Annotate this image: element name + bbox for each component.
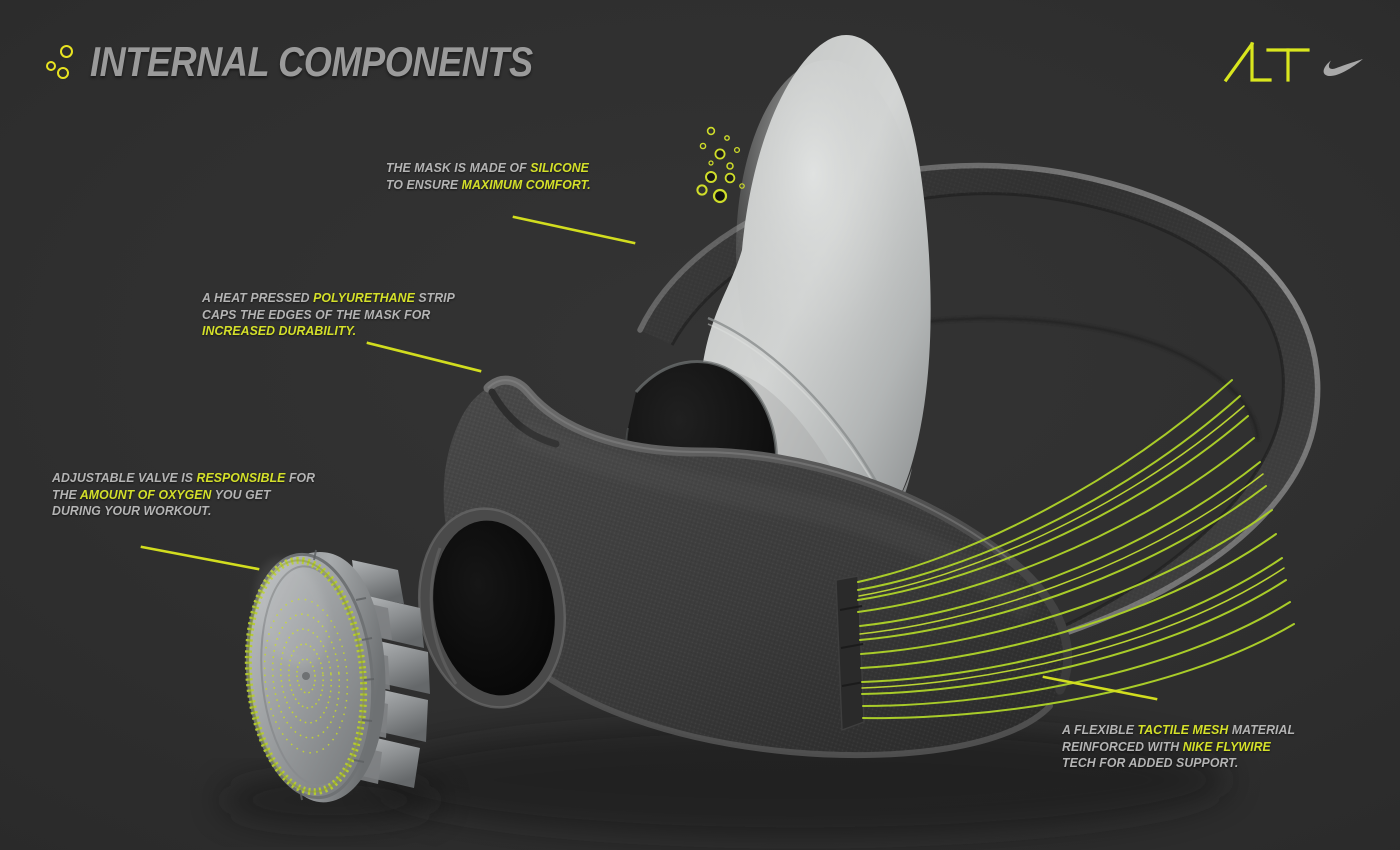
- annotation-text: DURING YOUR WORKOUT.: [52, 503, 212, 518]
- mesh-mask-body: [417, 375, 1073, 759]
- annotation-highlight: MAXIMUM COMFORT.: [461, 176, 591, 192]
- alt-logo: [1223, 41, 1310, 83]
- annotation-highlight: POLYURETHANE: [313, 290, 415, 305]
- nike-swoosh-icon: [1323, 59, 1363, 76]
- annotation-line: TECH FOR ADDED SUPPORT.: [1062, 755, 1295, 772]
- brand-logo-block: [1222, 38, 1364, 84]
- annotation-line: A FLEXIBLE TACTILE MESH MATERIAL: [1062, 722, 1295, 739]
- annotation-highlight: NIKE FLYWIRE: [1182, 738, 1271, 754]
- annotation-line: A HEAT PRESSED POLYURETHANE STRIP: [202, 290, 455, 307]
- flywire-assembly: [835, 379, 1295, 731]
- annotation-text: THE: [52, 486, 80, 502]
- annotation-text: TO ENSURE: [386, 176, 462, 192]
- annotation-line: REINFORCED WITH NIKE FLYWIRE: [1062, 739, 1295, 756]
- annotation-highlight: RESPONSIBLE: [196, 470, 286, 485]
- annotation-line: DURING YOUR WORKOUT.: [52, 503, 315, 520]
- product-shadow: [370, 722, 1230, 838]
- annotation-text: A FLEXIBLE: [1062, 722, 1138, 737]
- annotation-highlight: INCREASED DURABILITY.: [202, 323, 357, 338]
- leader-line-valve: [140, 545, 260, 571]
- leader-line-silicone: [512, 215, 636, 245]
- annotation-line: INCREASED DURABILITY.: [202, 323, 455, 340]
- adjustable-valve: [244, 549, 430, 803]
- annotation-line: TO ENSURE MAXIMUM COMFORT.: [386, 177, 591, 194]
- annotation-text: FOR: [285, 470, 316, 485]
- annotation-highlight: AMOUNT OF OXYGEN: [79, 486, 212, 502]
- annotation-text: YOU GET: [211, 486, 271, 502]
- annotation-text: ADJUSTABLE VALVE IS: [52, 470, 197, 485]
- annotation-text: A HEAT PRESSED: [202, 290, 314, 305]
- annotation-text: THE MASK IS MADE OF: [386, 160, 531, 175]
- annotation-text: STRIP: [414, 290, 455, 305]
- valve-knurled-rim: [244, 556, 368, 796]
- annotation-highlight: SILICONE: [530, 160, 589, 175]
- annotation-line: ADJUSTABLE VALVE IS RESPONSIBLE FOR: [52, 470, 315, 487]
- page-title: INTERNAL COMPONENTS: [90, 38, 533, 85]
- annotation-line: CAPS THE EDGES OF THE MASK FOR: [202, 307, 455, 324]
- leader-line-polyurethane: [366, 341, 482, 373]
- leader-line-mesh: [1042, 675, 1158, 701]
- annotation-text: REINFORCED WITH: [1062, 738, 1183, 754]
- vent-holes: [696, 126, 745, 204]
- dot-cluster-icon: [46, 41, 80, 83]
- annotation-text: MATERIAL: [1228, 722, 1296, 737]
- valve-port-opening: [417, 507, 567, 709]
- page-title-block: INTERNAL COMPONENTS: [46, 38, 605, 86]
- annotation-highlight: TACTILE MESH: [1137, 722, 1229, 737]
- annotation-text: CAPS THE EDGES OF THE MASK FOR: [202, 306, 431, 322]
- annotation-line: THE MASK IS MADE OF SILICONE: [386, 160, 591, 177]
- annotation-text: TECH FOR ADDED SUPPORT.: [1062, 755, 1239, 770]
- flywire-cables: [857, 379, 1295, 720]
- annotation-line: THE AMOUNT OF OXYGEN YOU GET: [52, 487, 315, 504]
- flywire-anchor-tab: [835, 575, 865, 731]
